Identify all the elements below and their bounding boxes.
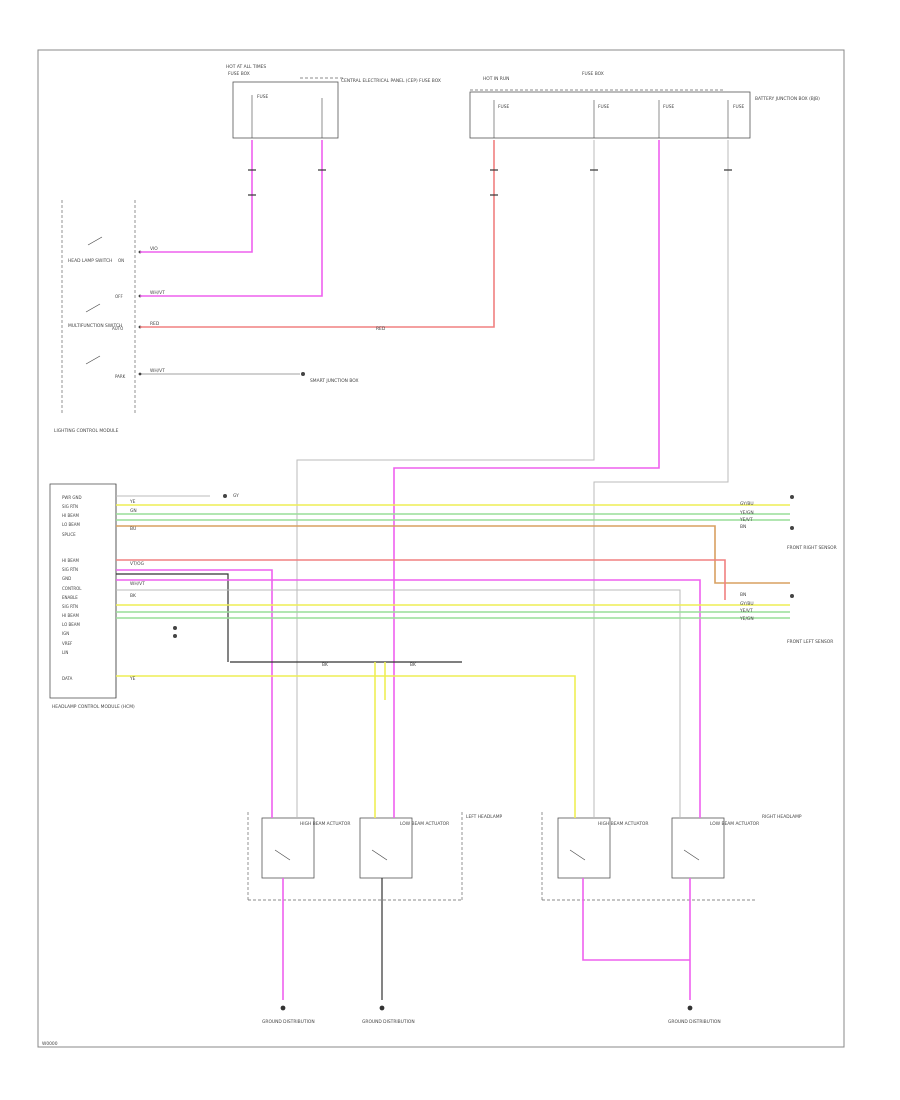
wire-gray-2 (593, 140, 729, 780)
svg-text:YE: YE (129, 499, 136, 505)
svg-text:GN: GN (130, 508, 137, 514)
svg-text:HEADLAMP CONTROL MODULE (HCM): HEADLAMP CONTROL MODULE (HCM) (52, 704, 135, 710)
wire-on (140, 140, 253, 253)
svg-text:SMART JUNCTION BOX: SMART JUNCTION BOX (310, 378, 358, 384)
ground-wires: GROUND DISTRIBUTION GROUND DISTRIBUTION … (262, 878, 721, 1025)
headlamp-switch: HEAD LAMP SWITCH MULTIFUNCTION SWITCH LI… (54, 200, 358, 434)
svg-text:LEFT HEADLAMP: LEFT HEADLAMP (466, 814, 503, 820)
svg-text:CENTRAL ELECTRICAL PANEL (CEP): CENTRAL ELECTRICAL PANEL (CEP) FUSE BOX (341, 78, 441, 84)
svg-text:GROUND DISTRIBUTION: GROUND DISTRIBUTION (668, 1019, 721, 1025)
svg-text:AUTO: AUTO (112, 326, 123, 331)
svg-text:SIG RTN: SIG RTN (62, 504, 78, 509)
svg-text:RED: RED (376, 326, 386, 332)
svg-text:PWR GND: PWR GND (62, 495, 82, 500)
svg-text:WH/VT: WH/VT (150, 290, 165, 296)
svg-text:FUSE: FUSE (663, 104, 675, 110)
svg-text:CONTROL: CONTROL (62, 586, 82, 591)
svg-text:LOW BEAM ACTUATOR: LOW BEAM ACTUATOR (710, 821, 759, 827)
svg-text:HOT IN RUN: HOT IN RUN (483, 76, 509, 82)
svg-text:GY/BU: GY/BU (740, 501, 754, 507)
svg-text:VT/OG: VT/OG (130, 561, 145, 567)
fuse-box-right: HOT IN RUN FUSE BOX FUSE FUSE FUSE FUSE … (469, 71, 820, 139)
diagram-code: W0000 (42, 1041, 58, 1047)
svg-text:LIGHTING CONTROL MODULE: LIGHTING CONTROL MODULE (54, 428, 119, 434)
svg-text:DATA: DATA (62, 676, 73, 681)
svg-text:ENABLE: ENABLE (62, 595, 78, 600)
wire-tags: YE GN BU VT/OG WH/VT BK YE BK BK RED (129, 326, 416, 682)
svg-text:YE/VT: YE/VT (739, 608, 753, 614)
wire-off (140, 140, 323, 297)
svg-text:GND: GND (62, 576, 71, 581)
svg-text:FUSE: FUSE (598, 104, 610, 110)
svg-text:GROUND DISTRIBUTION: GROUND DISTRIBUTION (262, 1019, 315, 1025)
svg-text:BU: BU (130, 526, 136, 532)
svg-text:FUSE BOX: FUSE BOX (228, 71, 250, 77)
svg-text:IGN: IGN (62, 631, 69, 636)
svg-text:GROUND DISTRIBUTION: GROUND DISTRIBUTION (362, 1019, 415, 1025)
front-left-sensor: BN GY/BU YE/VT YE/GN FRONT LEFT SENSOR (739, 592, 833, 645)
svg-text:YE: YE (129, 676, 136, 682)
svg-text:FUSE BOX: FUSE BOX (582, 71, 604, 77)
svg-text:PARK: PARK (115, 374, 126, 379)
svg-text:FUSE: FUSE (257, 94, 269, 100)
lamp-wires (271, 780, 701, 818)
svg-text:YE/GN: YE/GN (739, 616, 754, 622)
svg-text:MULTIFUNCTION SWITCH: MULTIFUNCTION SWITCH (68, 323, 122, 329)
wire-pink-main (393, 140, 660, 810)
svg-text:SPLICE: SPLICE (62, 532, 76, 537)
svg-text:FRONT RIGHT SENSOR: FRONT RIGHT SENSOR (787, 545, 837, 551)
svg-text:ON: ON (118, 258, 124, 263)
svg-text:BATTERY JUNCTION BOX (BJB): BATTERY JUNCTION BOX (BJB) (755, 96, 820, 102)
svg-text:OFF: OFF (115, 294, 123, 299)
diagram-frame (37, 49, 845, 1048)
svg-text:WH/VT: WH/VT (130, 581, 145, 587)
svg-text:FUSE: FUSE (733, 104, 745, 110)
svg-text:RIGHT HEADLAMP: RIGHT HEADLAMP (762, 814, 802, 820)
wire-ticks (248, 169, 732, 196)
svg-text:YE/VT: YE/VT (739, 517, 753, 523)
left-headlamp: LEFT HEADLAMP HIGH BEAM ACTUATOR LOW BEA… (247, 812, 503, 901)
svg-text:LOW BEAM ACTUATOR: LOW BEAM ACTUATOR (400, 821, 449, 827)
svg-text:HOT AT ALL TIMES: HOT AT ALL TIMES (226, 64, 266, 70)
right-headlamp: RIGHT HEADLAMP HIGH BEAM ACTUATOR LOW BE… (541, 812, 802, 901)
wire-auto (140, 140, 495, 328)
svg-text:LO BEAM: LO BEAM (62, 522, 81, 527)
svg-text:WH/VT: WH/VT (150, 368, 165, 374)
svg-text:HEAD LAMP SWITCH: HEAD LAMP SWITCH (68, 258, 112, 264)
svg-text:BK: BK (130, 593, 136, 599)
svg-text:LIN: LIN (62, 650, 68, 655)
svg-text:LO BEAM: LO BEAM (62, 622, 81, 627)
svg-text:RED: RED (150, 321, 160, 327)
svg-text:BK: BK (410, 662, 416, 668)
headlamp-control-module: HEADLAMP CONTROL MODULE (HCM) PWR GND SI… (49, 483, 135, 710)
svg-text:VREF: VREF (62, 641, 73, 646)
svg-text:HI BEAM: HI BEAM (62, 613, 79, 618)
svg-text:YE/GN: YE/GN (739, 510, 754, 516)
svg-text:GY/BU: GY/BU (740, 601, 754, 607)
svg-text:FRONT LEFT SENSOR: FRONT LEFT SENSOR (787, 639, 833, 645)
svg-text:GY: GY (233, 493, 239, 499)
svg-text:FUSE: FUSE (498, 104, 510, 110)
svg-text:SIG RTN: SIG RTN (62, 567, 78, 572)
svg-text:HIGH BEAM ACTUATOR: HIGH BEAM ACTUATOR (300, 821, 350, 827)
svg-text:BK: BK (322, 662, 328, 668)
svg-text:HIGH BEAM ACTUATOR: HIGH BEAM ACTUATOR (598, 821, 648, 827)
svg-text:BN: BN (740, 524, 746, 530)
svg-text:SIG RTN: SIG RTN (62, 604, 78, 609)
module-wires: GY (116, 493, 790, 780)
wire-gray-1 (296, 140, 595, 780)
svg-text:HI BEAM: HI BEAM (62, 513, 79, 518)
svg-text:HI BEAM: HI BEAM (62, 558, 79, 563)
svg-text:VIO: VIO (150, 246, 158, 252)
svg-text:BN: BN (740, 592, 746, 598)
front-right-sensor: GY/BU YE/GN YE/VT BN FRONT RIGHT SENSOR (739, 495, 837, 551)
fuse-box-left: HOT AT ALL TIMES FUSE BOX FUSE CENTRAL E… (226, 64, 441, 139)
